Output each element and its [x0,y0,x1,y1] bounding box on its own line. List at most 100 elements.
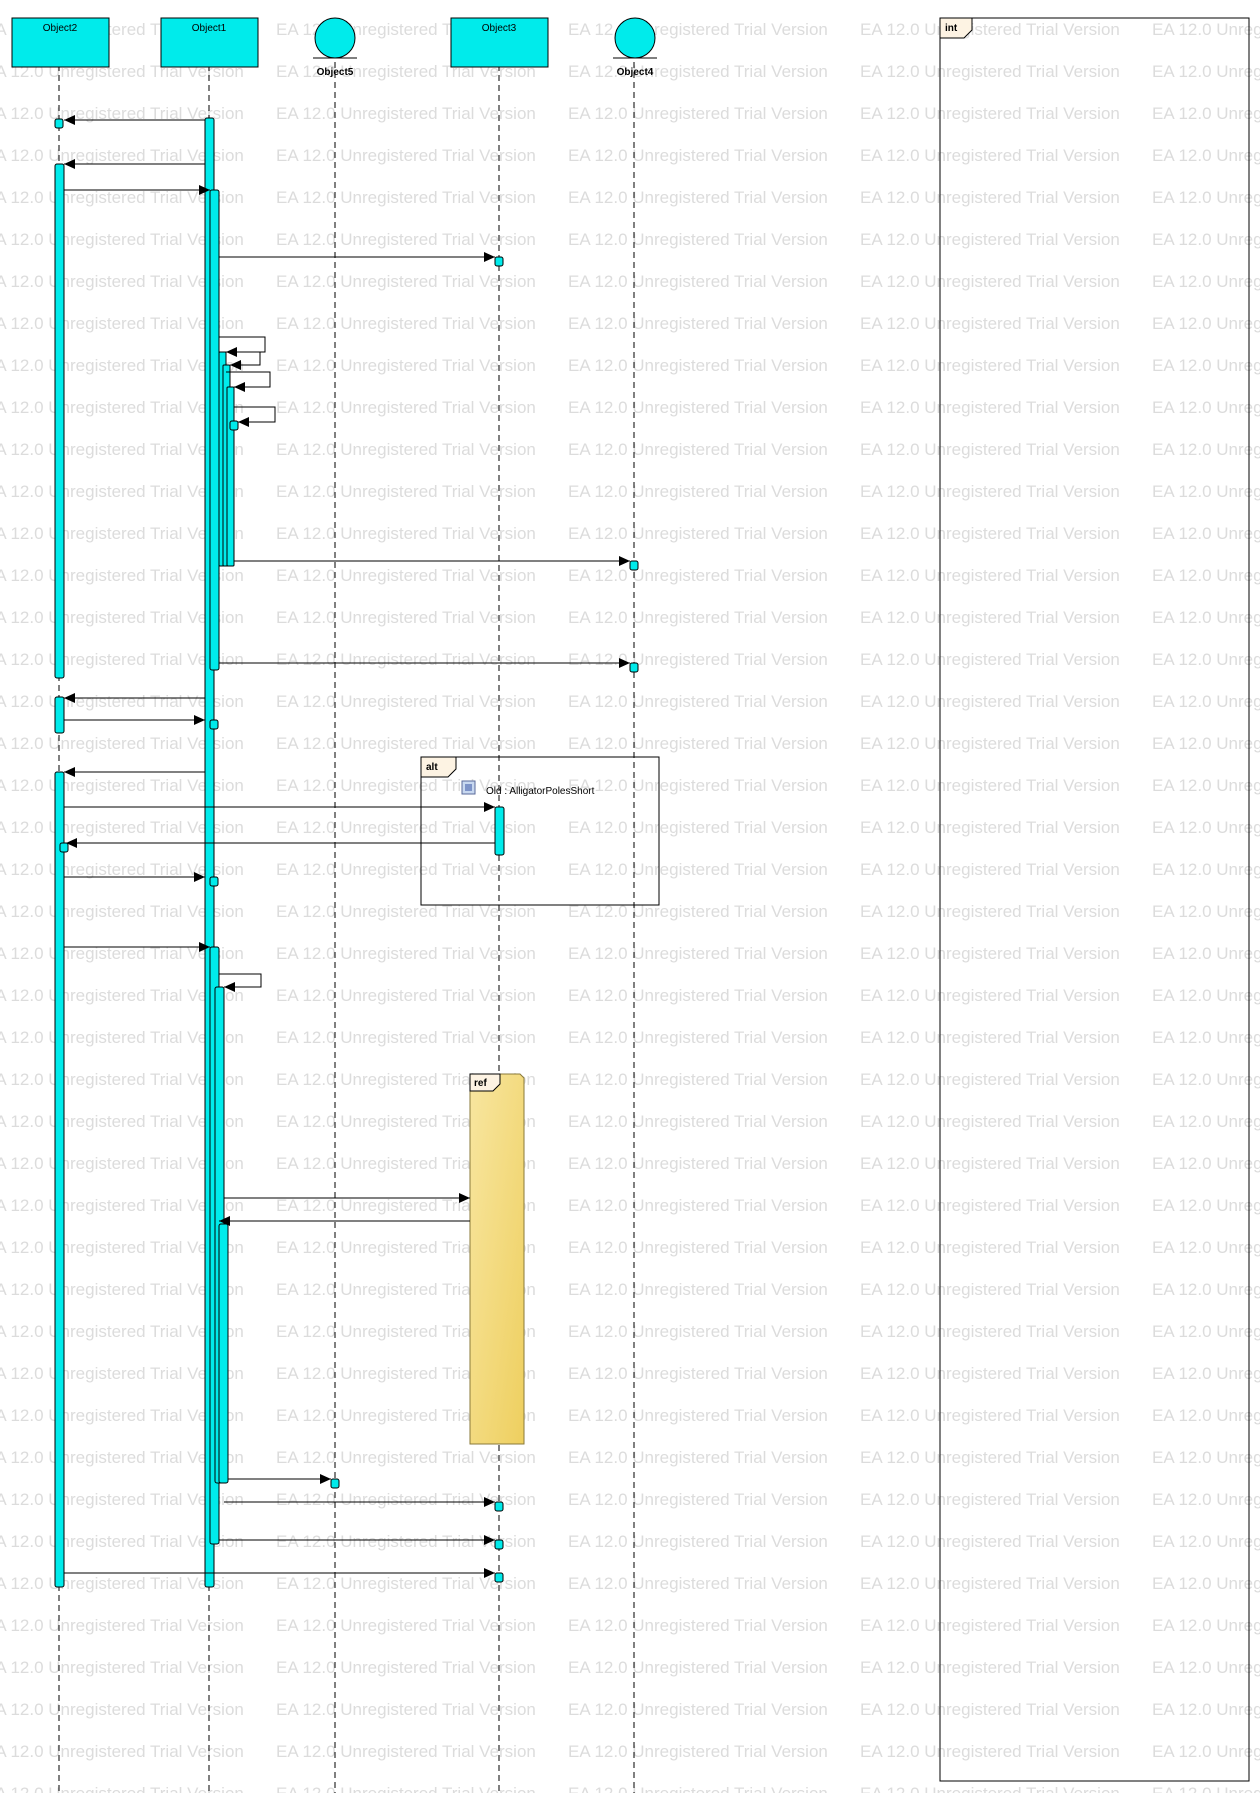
watermark-text: EA 12.0 Unregistered Trial Version [1152,20,1260,39]
watermark-text: EA 12.0 Unregistered Trial Version [860,1616,1120,1635]
message-self-2 [219,351,261,370]
watermark-text: EA 12.0 Unregistered Trial Version [1152,482,1260,501]
marker-object4-1 [629,560,639,571]
watermark-text: EA 12.0 Unregistered Trial Version [1152,1616,1260,1635]
watermark-text: EA 12.0 Unregistered Trial Version [568,1238,828,1257]
watermark-text: EA 12.0 Unregistered Trial Version [276,482,536,501]
activations [54,117,505,1588]
watermark-text: EA 12.0 Unregistered Trial Version [860,20,1120,39]
watermark-text: EA 12.0 Unregistered Trial Version [1152,1280,1260,1299]
watermark-text: EA 12.0 Unregistered Trial Version [276,1616,536,1635]
watermark-text: EA 12.0 Unregistered Trial Version [568,440,828,459]
lifeline-head-object2[interactable]: Object2 [11,17,110,68]
watermark-text: EA 12.0 Unregistered Trial Version [276,608,536,627]
watermark-text: EA 12.0 Unregistered Trial Version [0,1742,244,1761]
watermark-text: EA 12.0 Unregistered Trial Version [568,188,828,207]
watermark-text: EA 12.0 Unregistered Trial Version [1152,146,1260,165]
watermark-text: EA 12.0 Unregistered Trial Version [860,986,1120,1005]
watermark-text: EA 12.0 Unregistered Trial Version [276,524,536,543]
watermark-text: EA 12.0 Unregistered Trial Version [1152,1028,1260,1047]
watermark-text: EA 12.0 Unregistered Trial Version [568,692,828,711]
lifeline-head-object4[interactable]: Object4 [613,17,657,78]
watermark-text: EA 12.0 Unregistered Trial Version [860,1112,1120,1131]
watermark-text: EA 12.0 Unregistered Trial Version [860,1448,1120,1467]
marker-object1-2 [209,719,219,730]
watermark-text: EA 12.0 Unregistered Trial Version [1152,1448,1260,1467]
marker-object3-1 [494,256,504,267]
marker-object3-2 [494,1501,504,1512]
lifeline-head-object5[interactable]: Object5 [313,17,357,78]
watermark-text: EA 12.0 Unregistered Trial Version [860,818,1120,837]
watermark-text: EA 12.0 Unregistered Trial Version [860,1574,1120,1593]
watermark-text: EA 12.0 Unregistered Trial Version [568,1280,828,1299]
marker-object1-3 [209,876,219,887]
activation-object2-b [54,696,65,734]
watermark-text: EA 12.0 Unregistered Trial Version [860,524,1120,543]
object1-label: Object1 [192,23,227,34]
watermark-text: EA 12.0 Unregistered Trial Version [860,1490,1120,1509]
object4-label: Object4 [617,67,654,78]
watermark-text: EA 12.0 Unregistered Trial Version [1152,650,1260,669]
watermark-text: EA 12.0 Unregistered Trial Version [568,62,828,81]
int-frame[interactable]: int [939,17,1250,1782]
watermark-text: EA 12.0 Unregistered Trial Version [860,1532,1120,1551]
watermark-text: EA 12.0 Unregistered Trial Version [276,398,536,417]
watermark-text: EA 12.0 Unregistered Trial Version [568,146,828,165]
watermark-text: EA 12.0 Unregistered Trial Version [568,566,828,585]
marker-object5-1 [330,1478,340,1489]
watermark-text: EA 12.0 Unregistered Trial Version [1152,692,1260,711]
watermark-text: EA 12.0 Unregistered Trial Version [568,524,828,543]
lifeline-head-object3[interactable]: Object3 [450,17,549,68]
watermark-text: EA 12.0 Unregistered Trial Version [276,818,536,837]
watermark-text: EA 12.0 Unregistered Trial Version [860,650,1120,669]
watermark-text: EA 12.0 Unregistered Trial Version [568,272,828,291]
watermark-text: EA 12.0 Unregistered Trial Version [860,734,1120,753]
watermark-text: EA 12.0 Unregistered Trial Version [0,1784,244,1793]
lifeline-head-object1[interactable]: Object1 [160,17,259,68]
watermark-text: EA 12.0 Unregistered Trial Version [276,146,536,165]
watermark-text: EA 12.0 Unregistered Trial Version [276,230,536,249]
activation-object1-n3 [226,386,235,567]
watermark-text: EA 12.0 Unregistered Trial Version [860,440,1120,459]
watermark-text: EA 12.0 Unregistered Trial Version [860,1784,1120,1793]
watermark-text: EA 12.0 Unregistered Trial Version [276,1742,536,1761]
ref-fragment[interactable]: ref [469,1073,525,1445]
watermark-text: EA 12.0 Unregistered Trial Version [860,1154,1120,1173]
messages [64,115,630,1578]
watermark-text: EA 12.0 Unregistered Trial Version [1152,1154,1260,1173]
watermark-text: EA 12.0 Unregistered Trial Version [568,398,828,417]
watermark-text: EA 12.0 Unregistered Trial Version [0,146,244,165]
watermark-text: EA 12.0 Unregistered Trial Version [276,314,536,333]
watermark-text: EA 12.0 Unregistered Trial Version [1152,1742,1260,1761]
message-self-4 [234,406,276,427]
watermark-text: EA 12.0 Unregistered Trial Version [568,734,828,753]
watermark-text: EA 12.0 Unregistered Trial Version [568,986,828,1005]
object5-label: Object5 [317,67,354,78]
watermark-text: EA 12.0 Unregistered Trial Version [568,1784,828,1793]
watermark-text: EA 12.0 Unregistered Trial Version [860,356,1120,375]
activation-object2-a [54,163,65,679]
watermark-text: EA 12.0 Unregistered Trial Version [860,398,1120,417]
message-self-1 [219,336,266,357]
watermark-text: EA 12.0 Unregistered Trial Version [1152,104,1260,123]
watermark-text: EA 12.0 Unregistered Trial Version [276,902,536,921]
alt-frame-label: alt [426,762,438,773]
watermark-text: EA 12.0 Unregistered Trial Version [860,1364,1120,1383]
watermark-text: EA 12.0 Unregistered Trial Version [1152,272,1260,291]
watermark-text: EA 12.0 Unregistered Trial Version [568,1028,828,1047]
watermark-text: EA 12.0 Unregistered Trial Version [1152,230,1260,249]
watermark-text: EA 12.0 Unregistered Trial Version [1152,1196,1260,1215]
watermark-text: EA 12.0 Unregistered Trial Version [276,566,536,585]
watermark-text: EA 12.0 Unregistered Trial Version [1152,1490,1260,1509]
alt-fragment[interactable]: alt Old : AlligatorPolesShort [420,756,660,906]
watermark-text: EA 12.0 Unregistered Trial Version [1152,1112,1260,1131]
object2-label: Object2 [43,23,78,34]
marker-object2-1 [54,118,64,129]
watermark-text: EA 12.0 Unregistered Trial Version [276,734,536,753]
message-self-5 [219,973,262,992]
watermark-text: EA 12.0 Unregistered Trial Version [276,1658,536,1677]
watermark-text: EA 12.0 Unregistered Trial Version [568,1406,828,1425]
watermark-text: EA 12.0 Unregistered Trial Version [1152,1238,1260,1257]
